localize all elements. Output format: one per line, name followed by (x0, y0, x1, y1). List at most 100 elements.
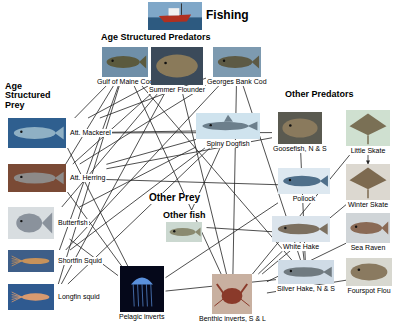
fish-eye (173, 230, 175, 232)
species-node: Shortfin Squid (8, 250, 103, 272)
species-node: Sea Raven (346, 213, 390, 252)
fish-eye (223, 60, 225, 62)
flatfish-body (351, 264, 388, 281)
species-label: Silver Hake, N & S (276, 285, 336, 293)
fish-eye (290, 270, 292, 272)
photo-background (8, 250, 54, 272)
squid-mantle (22, 293, 50, 300)
food-link (75, 86, 106, 118)
jelly-tentacle (151, 284, 152, 306)
food-link (207, 228, 272, 232)
fish-body (107, 56, 140, 68)
species-photo (346, 110, 390, 146)
food-link (62, 94, 157, 207)
species-node: Butterfish (8, 207, 89, 239)
species-node: Other fish (162, 210, 207, 242)
squid-arm (12, 292, 22, 297)
fish-eye (20, 131, 22, 133)
flatfish-body (156, 55, 198, 78)
species-label: Spiny Dogfish (205, 140, 250, 148)
boat-hull (159, 15, 191, 23)
species-photo (8, 284, 54, 310)
group-heading: Other Predators (284, 90, 355, 99)
squid-arm (12, 295, 22, 298)
species-label: Georges Bank Cod (206, 78, 268, 86)
fish-tail (381, 221, 388, 234)
species-node: Spiny Dogfish (196, 113, 260, 148)
group-heading: Age Structured Prey (4, 82, 60, 110)
fish-tail (139, 55, 146, 68)
boat-cabin (169, 8, 180, 15)
food-link (68, 148, 128, 266)
photo-background (148, 2, 202, 30)
crab-shell (222, 288, 243, 304)
species-node: Benthic inverts, S & L (198, 274, 267, 323)
squid-arm (12, 259, 22, 262)
species-photo (120, 266, 164, 312)
food-link (106, 138, 272, 169)
species-node: Att. Herring (8, 164, 106, 192)
group-heading: Age Structured Predators (100, 33, 212, 42)
food-link (61, 94, 164, 284)
fish-body (16, 213, 42, 232)
species-label: Butterfish (57, 219, 89, 227)
fish-eye (210, 124, 212, 126)
fish-tail (55, 172, 64, 184)
species-label: Att. Herring (69, 174, 106, 182)
species-photo (346, 164, 390, 200)
fish-fin (224, 115, 233, 122)
species-label: Benthic inverts, S & L (198, 315, 267, 323)
species-node: Summer Flounder (148, 47, 206, 94)
species-photo (346, 213, 390, 243)
species-node: Goosefish, N & S (272, 112, 328, 153)
species-photo (8, 164, 66, 192)
species-node: Silver Hake, N & S (276, 260, 336, 293)
food-link (66, 86, 219, 250)
species-node: Winter Skate (346, 164, 390, 209)
jelly-tentacle (133, 284, 134, 306)
jelly-tentacle (137, 284, 138, 306)
species-label: Longfin squid (57, 293, 101, 301)
group-heading: Other Prey (148, 193, 201, 204)
photo-background (346, 110, 390, 146)
species-photo (272, 216, 330, 242)
species-label: Att. Mackerel (69, 129, 112, 137)
squid-mantle (22, 258, 50, 264)
fish-tail (251, 55, 258, 68)
species-node: White Hake (272, 216, 330, 251)
species-label: Sea Raven (350, 244, 387, 252)
squid-arm (12, 256, 22, 261)
species-node: Fourspot Flou (346, 258, 392, 295)
species-photo (278, 112, 322, 144)
species-label: Gulf of Maine Cod (96, 78, 154, 86)
species-photo (212, 274, 252, 314)
squid-arm (12, 261, 22, 266)
skate-tail (367, 189, 369, 198)
species-label: Pollock (292, 195, 317, 203)
fish-body (14, 127, 56, 139)
species-label: Summer Flounder (148, 86, 206, 94)
species-photo (278, 260, 334, 284)
species-label: Fourspot Flou (346, 287, 391, 295)
species-node: Longfin squid (8, 284, 101, 310)
squid-arm (12, 297, 22, 302)
fish-eye (20, 176, 22, 178)
species-label: White Hake (282, 243, 320, 251)
photo-background (8, 118, 66, 148)
species-photo (102, 47, 148, 77)
species-node: Pollock (278, 168, 330, 203)
food-link (368, 155, 369, 164)
fish-tail (195, 228, 201, 237)
fish-eye (358, 268, 361, 271)
group-heading: Fishing (205, 9, 250, 23)
jelly-tentacle (142, 284, 143, 306)
fish-eye (289, 179, 291, 181)
photo-background (8, 284, 54, 310)
species-photo (8, 118, 66, 148)
food-link (303, 251, 304, 260)
crab-claw (240, 284, 247, 294)
food-link (80, 86, 206, 164)
species-photo (196, 113, 260, 139)
crab-leg (241, 299, 250, 306)
